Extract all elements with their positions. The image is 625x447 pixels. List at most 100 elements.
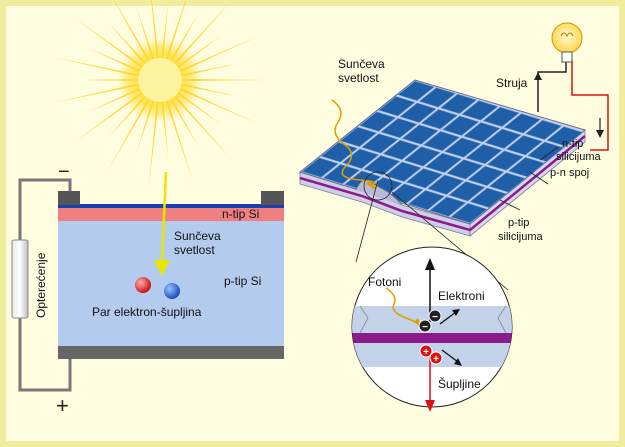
positive-terminal-label: + xyxy=(56,393,69,418)
panel-cell xyxy=(440,93,477,114)
panel-cell xyxy=(444,137,482,158)
panel-cell xyxy=(361,133,399,154)
zoom-line-left xyxy=(355,179,379,263)
panel-cell xyxy=(450,203,488,224)
load-label: Opterećenje xyxy=(34,252,48,318)
panel-cell xyxy=(482,106,520,127)
wire-top xyxy=(18,178,72,240)
bulb-base xyxy=(561,51,573,63)
panel-cell xyxy=(323,164,360,185)
panel-cell xyxy=(408,190,445,211)
hole-2 xyxy=(429,351,443,365)
sunlight-ray-left xyxy=(154,171,170,276)
panel-cell xyxy=(405,168,443,189)
p-type-right-label-line1: p-tip xyxy=(508,217,529,229)
pn-junction-label: p-n spoj xyxy=(550,167,589,179)
p-type-right-label-line2: silicijuma xyxy=(498,231,544,243)
panel-cell xyxy=(401,124,439,145)
photons-label: Fotoni xyxy=(368,275,401,289)
panel-cell xyxy=(403,146,441,167)
n-type-label: n-tip Si xyxy=(222,207,259,221)
electron-drift-arrowhead xyxy=(452,309,460,316)
panel-cell xyxy=(386,183,424,204)
panel-cell xyxy=(461,100,499,121)
sun xyxy=(54,0,268,188)
panel-cell xyxy=(484,128,522,149)
panel-cell xyxy=(505,135,543,156)
panel-cell xyxy=(488,172,526,193)
top-coating xyxy=(58,204,284,208)
hole-ball xyxy=(164,283,180,299)
current-label: Struja xyxy=(496,76,528,90)
hole-2-sign: + xyxy=(433,354,439,365)
panel-cell xyxy=(425,152,462,173)
bulb-circuit xyxy=(534,22,609,151)
panel-cell xyxy=(342,148,380,169)
sunlight-squiggle-arrowhead xyxy=(366,180,376,190)
solar-panel-3d xyxy=(298,79,587,237)
wire-bottom xyxy=(18,318,72,392)
electron-1-sign: − xyxy=(422,322,428,333)
electron-ball xyxy=(135,277,151,293)
hole-flow-arrowhead xyxy=(425,400,435,412)
sunlight-label-line1: Sunčeva xyxy=(174,229,221,243)
panel-cell xyxy=(423,131,460,152)
bottom-contact xyxy=(58,346,284,359)
panel-cell xyxy=(380,118,418,139)
current-arrow-down xyxy=(596,130,604,138)
leader-n-type xyxy=(539,146,559,161)
panel-cell xyxy=(382,139,420,160)
sunlight-squiggle xyxy=(331,99,378,189)
panel-cell xyxy=(359,111,397,132)
panel-cell xyxy=(448,181,486,202)
cutaway-notch xyxy=(355,179,403,206)
hole-drift-arrowhead xyxy=(454,358,462,366)
wire-black xyxy=(537,60,567,112)
external-circuit xyxy=(11,178,72,392)
current-arrow-up xyxy=(534,72,542,80)
zoom-source-circle xyxy=(363,171,393,201)
top-contact-left xyxy=(58,191,80,205)
sunlight-line xyxy=(160,171,168,263)
light-bulb xyxy=(551,22,583,54)
sunlight-right-label-line2: svetlost xyxy=(338,71,379,85)
panel-cell xyxy=(467,165,505,186)
pn-junction-line xyxy=(299,135,586,232)
panel-cell xyxy=(420,109,458,130)
sunlight-ray-right xyxy=(331,99,378,190)
zoom-break-left xyxy=(359,305,369,334)
panel-cell xyxy=(384,161,422,182)
sun-center xyxy=(138,58,182,102)
leader-pn xyxy=(529,171,549,185)
electrons-label: Elektroni xyxy=(438,289,485,303)
leader-p-type xyxy=(499,199,521,211)
panel-cell xyxy=(442,115,480,136)
p-type-label: p-tip Si xyxy=(224,274,261,288)
panel-cell xyxy=(546,126,584,147)
sunlight-label-line2: svetlost xyxy=(174,243,215,257)
electron-hole-pair-label: Par elektron-šupljina xyxy=(92,305,202,319)
wire-red xyxy=(571,60,609,151)
panel-cells xyxy=(301,80,584,224)
bulb-filament xyxy=(560,32,574,38)
sunlight-arrowhead xyxy=(154,260,170,276)
electron-drift-arrow xyxy=(439,311,457,325)
zoom-magnified-view: − − + + xyxy=(351,246,513,412)
panel-cell xyxy=(446,159,484,180)
electron-2-sign: − xyxy=(432,312,438,323)
electron-flow-arrowhead xyxy=(425,258,435,270)
hole-1 xyxy=(419,344,433,358)
n-type-layer xyxy=(58,207,284,221)
panel-cell xyxy=(301,157,339,178)
panel-cell xyxy=(525,119,562,140)
holes-label: Šupljine xyxy=(438,376,481,391)
panel-cell xyxy=(503,113,541,134)
negative-terminal-label: − xyxy=(58,161,70,183)
n-type-right-label-line2: silicijuma xyxy=(556,151,602,163)
hole-drift-arrow xyxy=(441,349,459,363)
zoom-break-right xyxy=(497,305,507,334)
hole-1-sign: + xyxy=(423,347,429,358)
panel-cell xyxy=(418,87,456,108)
